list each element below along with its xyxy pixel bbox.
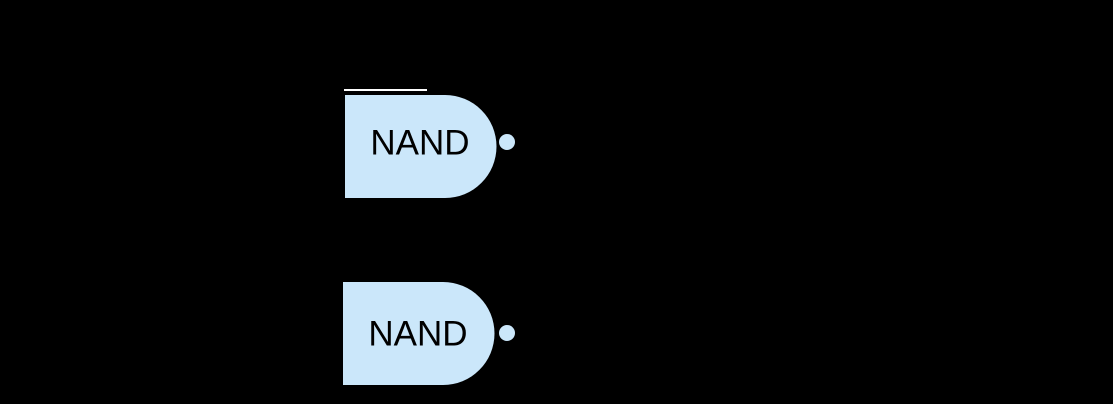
nand-gate-1-inversion-bubble bbox=[499, 134, 515, 150]
nand-gate-2: NAND bbox=[343, 282, 515, 385]
overline-segment bbox=[344, 89, 427, 91]
nand-gate-2-body bbox=[343, 282, 495, 385]
nand-gate-1-label: NAND bbox=[370, 124, 469, 163]
nand-gate-1: NAND bbox=[345, 95, 515, 198]
nand-gate-1-body bbox=[345, 95, 497, 198]
nand-gate-2-label: NAND bbox=[368, 315, 467, 354]
nand-gate-2-inversion-bubble bbox=[499, 325, 515, 341]
